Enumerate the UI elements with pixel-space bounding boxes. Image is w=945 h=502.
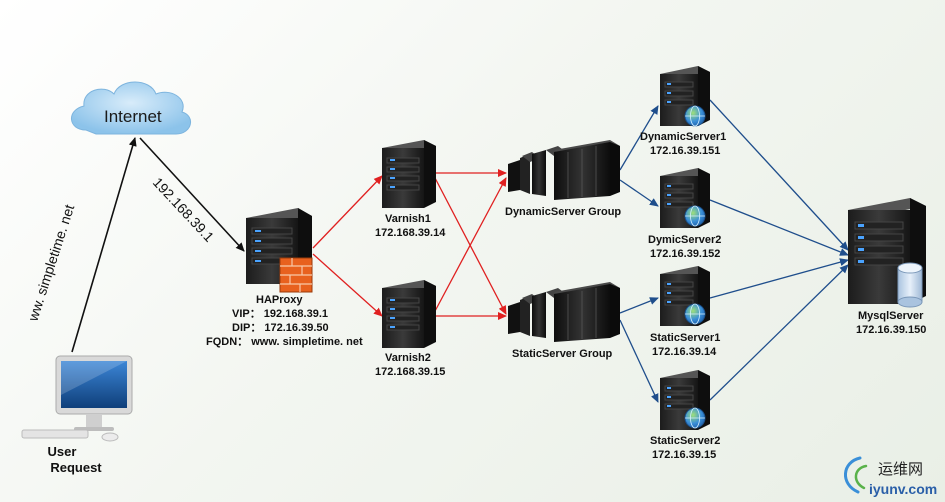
server3-to-mysql-link [709,258,849,299]
dynamic-server2-name: DymicServer2 [648,234,721,246]
varnish2-to-dynamic-group-link [433,177,507,314]
dynamic-rack-icon [508,140,620,200]
dynamic-group-to-server2-link [619,179,659,207]
mysql-name: MysqlServer [858,310,924,322]
static-server1-node: StaticServer1 172.16.39.14 [650,266,720,358]
globe-icon [684,205,706,227]
haproxy-dip: DIP： 172.16.39.50 [232,322,329,334]
watermark-logo-icon [844,456,868,494]
static-server1-ip: 172.16.39.14 [652,346,717,358]
haproxy-fqdn: FQDN： www. simpletime. net [206,336,363,348]
varnish1-node: Varnish1 172.168.39.14 [375,140,446,239]
static-server2-name: StaticServer2 [650,435,720,447]
connections [71,99,849,403]
user-computer: User Request [21,355,133,475]
dynamic-server-group: DynamicServer Group [505,140,621,218]
server2-to-mysql-link [709,199,849,256]
database-cylinder-icon [897,262,923,308]
varnish1-ip: 172.168.39.14 [375,227,446,239]
user-label-line2: Request [50,460,102,475]
haproxy-node: HAProxy VIP： 192.168.39.1 DIP： 172.16.39… [206,208,363,348]
varnish2-ip: 172.168.39.15 [375,366,445,378]
dynamic-group-label: DynamicServer Group [505,206,621,218]
static-group-label: StaticServer Group [512,348,613,360]
watermark-en: iyunv.com [869,481,937,497]
static-rack-icon [508,282,620,342]
watermark: 运维网 iyunv.com [844,456,937,497]
varnish2-node: Varnish2 172.168.39.15 [375,280,445,378]
varnish1-name: Varnish1 [385,213,431,225]
static-group-to-server1-link [619,297,659,314]
dynamic-server2-ip: 172.16.39.152 [650,248,720,260]
internet-cloud: Internet [71,81,191,135]
globe-icon [684,407,706,429]
dynamic-server2-node: DymicServer2 172.16.39.152 [648,168,721,260]
haproxy-server-icon [246,208,312,284]
server4-to-mysql-link [709,264,849,401]
user-to-internet-link [71,137,137,353]
static-group-to-server2-link [619,319,659,403]
mysql-ip: 172.16.39.150 [856,324,926,336]
dynamic-server1-ip: 172.16.39.151 [650,145,720,157]
varnish2-server-icon [382,280,436,348]
static-server-group: StaticServer Group [508,282,620,360]
haproxy-vip: VIP： 192.168.39.1 [232,308,328,320]
user-label-line1: User [48,444,77,459]
varnish1-server-icon [382,140,436,208]
dynamic-group-to-server1-link [619,105,659,171]
globe-icon [684,105,706,127]
domain-link-label: ww. simpletime. net [24,202,77,323]
varnish2-name: Varnish2 [385,352,431,364]
haproxy-name: HAProxy [256,294,303,306]
server1-to-mysql-link [709,99,849,251]
dynamic-server1-node: DynamicServer1 172.16.39.151 [640,66,726,157]
watermark-cn: 运维网 [878,460,923,478]
firewall-icon [279,257,313,293]
globe-icon [684,303,706,325]
mysql-node: MysqlServer 172.16.39.150 [848,198,926,336]
haproxy-to-varnish2-link [312,253,383,317]
internet-label: Internet [104,107,162,126]
static-server1-name: StaticServer1 [650,332,720,344]
internet-to-haproxy-link [139,137,245,252]
dynamic-server1-name: DynamicServer1 [640,131,726,143]
haproxy-to-varnish1-link [312,175,383,249]
static-server2-node: StaticServer2 172.16.39.15 [650,370,720,461]
static-server2-ip: 172.16.39.15 [652,449,716,461]
